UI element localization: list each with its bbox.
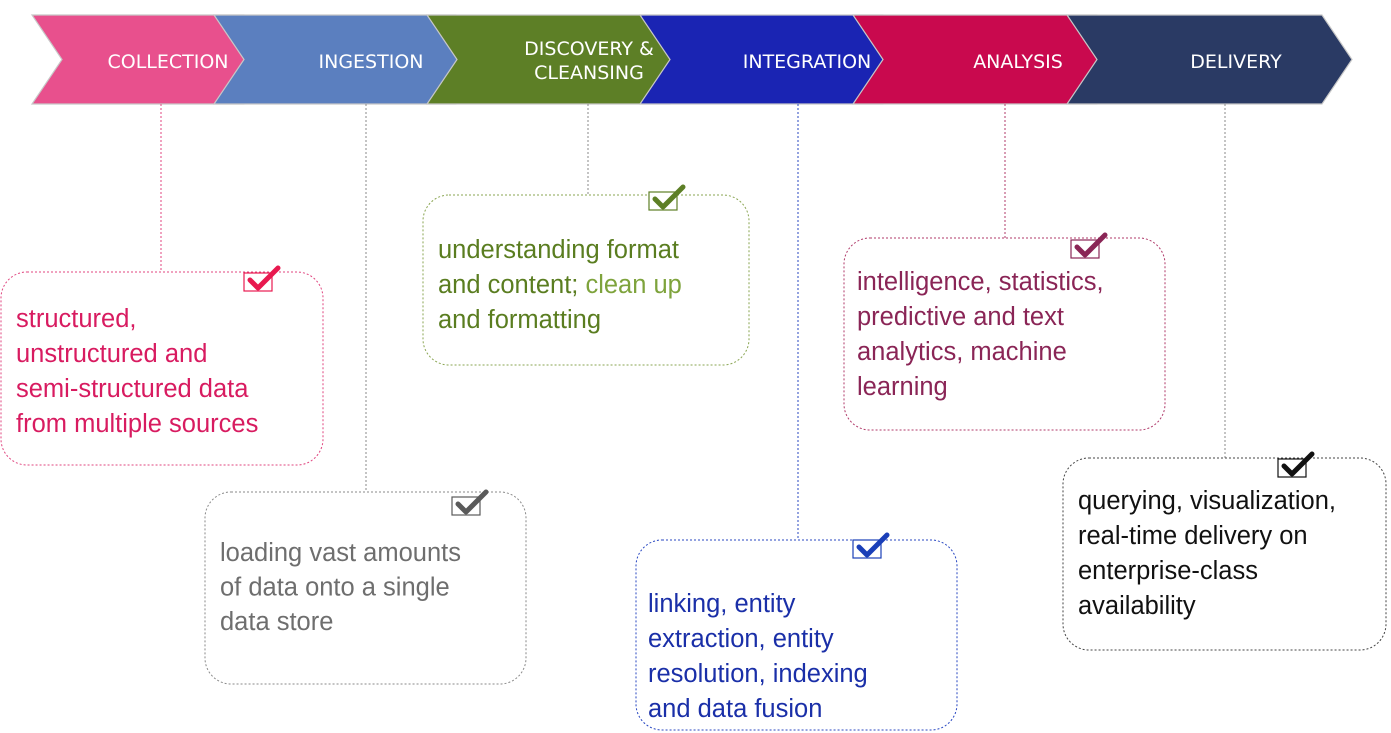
chevron-delivery	[1065, 14, 1353, 105]
checkmark-icon	[243, 265, 281, 292]
card-text-line: querying, visualization,	[1078, 487, 1336, 515]
card-text-line: understanding format	[438, 236, 679, 264]
chevron-row: COLLECTION INGESTION DISCOVERY &CLEANSING I…	[30, 14, 1353, 105]
chevron-label-collection: COLLECTION	[107, 51, 228, 73]
card-ingestion: loading vast amounts of data onto a singl…	[204, 489, 527, 685]
card-text-line: of data onto a single	[220, 574, 450, 602]
card-border-collection	[0, 271, 324, 466]
card-text-line: availability	[1078, 592, 1196, 620]
card-text-line: linking, entity	[648, 590, 796, 618]
card-text-line: intelligence, statistics,	[857, 268, 1104, 296]
card-text-line: structured,	[16, 305, 136, 333]
checkmark-icon	[852, 532, 890, 559]
card-text-line: and content; clean up	[438, 271, 682, 299]
card-analysis: intelligence, statistics, predictive and …	[843, 232, 1166, 431]
card-border-ingestion	[204, 491, 527, 685]
checkmark-icon	[1277, 451, 1315, 478]
card-border-discovery	[422, 194, 750, 366]
connector-lines	[160, 104, 1226, 540]
chevron-label-discovery: CLEANSING	[534, 62, 644, 84]
card-border-integration	[635, 539, 958, 731]
card-text-line: real-time delivery on	[1078, 522, 1308, 550]
card-text-line: resolution, indexing	[648, 660, 868, 688]
checkmark-icon	[451, 489, 489, 516]
card-text-line: analytics, machine	[857, 338, 1067, 366]
card-text-line: semi-structured data	[16, 375, 249, 403]
card-text-line: extraction, entity	[648, 625, 834, 653]
checkmark-icon	[1070, 232, 1108, 259]
chevron-label-integration: INTEGRATION	[743, 51, 871, 73]
card-text-line: and data fusion	[648, 695, 822, 723]
card-text-line: learning	[857, 373, 948, 401]
card-discovery: understanding format and content; clean u…	[422, 184, 750, 366]
card-border-delivery	[1062, 457, 1387, 651]
card-text-line: data store	[220, 608, 333, 636]
card-delivery: querying, visualization, real-time delive…	[1062, 451, 1387, 651]
chevron-label-delivery: DELIVERY	[1190, 51, 1282, 73]
chevron-label-analysis: ANALYSIS	[973, 51, 1063, 73]
card-text-line: unstructured and	[16, 340, 207, 368]
card-text-line: and formatting	[438, 306, 601, 334]
card-text-line: loading vast amounts	[220, 539, 461, 567]
chevron-label-ingestion: INGESTION	[319, 51, 424, 73]
card-text-line: from multiple sources	[16, 410, 258, 438]
checkmark-icon	[648, 184, 686, 211]
card-integration: linking, entity extraction, entity resolut…	[635, 532, 958, 731]
card-collection: structured, unstructured and semi-structur…	[0, 265, 324, 466]
card-text-line: predictive and text	[857, 303, 1064, 331]
card-border-analysis	[843, 237, 1166, 431]
chevron-label-discovery: DISCOVERY &	[524, 38, 654, 60]
stage-cards: structured, unstructured and semi-structur…	[0, 184, 1387, 731]
card-text-line: enterprise-class	[1078, 557, 1258, 585]
